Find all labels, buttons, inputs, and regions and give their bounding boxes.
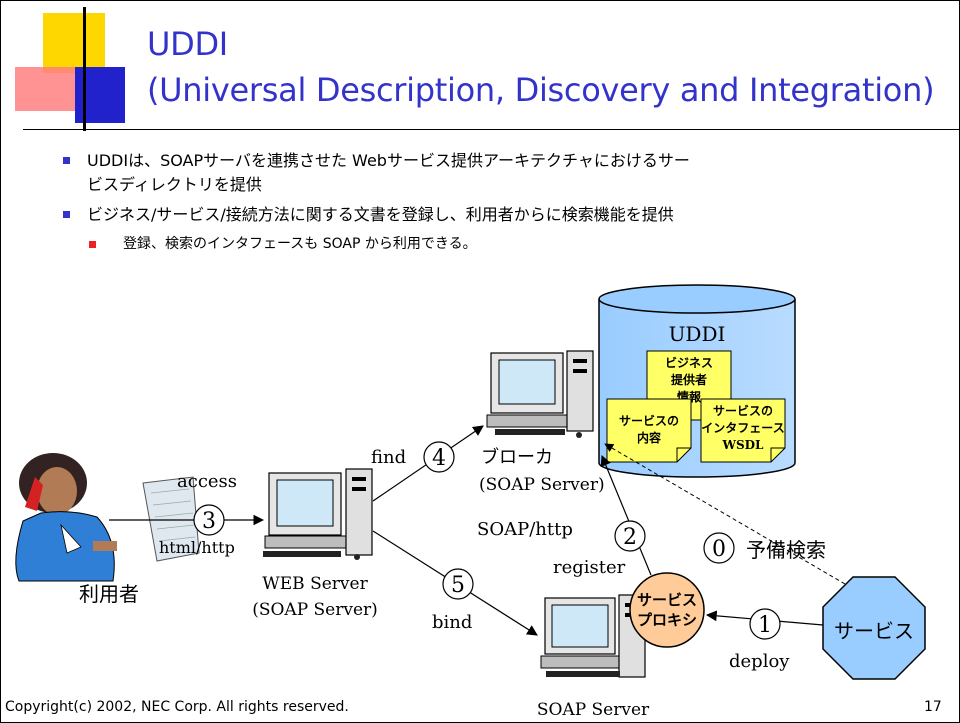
web-server-computer-icon <box>263 468 373 560</box>
document-paper-icon <box>142 476 200 562</box>
soap-server-label: SOAP Server <box>537 700 650 720</box>
broker-label: ブローカ <box>481 446 553 468</box>
note-business-line1: ビジネス <box>665 355 713 370</box>
step-0-number: 0 <box>712 537 726 562</box>
bullet-marker <box>63 211 70 218</box>
slide-title-line1: UDDI <box>147 25 228 63</box>
note-service-content-line2: 内容 <box>637 430 661 445</box>
proxy-label-line1: サービス <box>637 591 697 609</box>
step-2-number: 2 <box>623 525 637 550</box>
broker-computer-icon <box>486 350 594 438</box>
edge-label-register: register <box>553 557 626 578</box>
proxy-label-line2: プロキシ <box>637 611 697 629</box>
bullet-item: ビジネス/サービス/接続方法に関する文書を登録し、利用者からに検索機能を提供 <box>63 203 933 227</box>
note-service-interface: サービスの インタフェース WSDL <box>700 398 786 463</box>
note-service-interface-line3: WSDL <box>722 438 765 452</box>
edge-label-deploy: deploy <box>729 651 790 672</box>
title-decoration-pink <box>15 67 75 111</box>
step-marker-2: 2 <box>614 520 646 552</box>
service-label: サービス <box>834 619 914 643</box>
edge-label-soap-http: SOAP/http <box>477 519 573 540</box>
note-service-interface-line1: サービスの <box>713 403 773 418</box>
edge-label-find: find <box>371 447 406 468</box>
edge-service-to-uddi-pre-search <box>604 443 846 585</box>
step-marker-0: 0 <box>703 532 735 564</box>
bullet-item: UDDIは、SOAPサーバを連携させた Webサービス提供アーキテクチャにおける… <box>63 149 933 197</box>
edge-proxy-to-broker-register <box>600 455 652 576</box>
uddi-label: UDDI <box>669 322 726 346</box>
step-1-number: 1 <box>758 613 772 638</box>
slide-title-line2: (Universal Description, Discovery and In… <box>147 71 935 109</box>
bullet-text-continued: ビスディレクトリを提供 <box>87 175 262 194</box>
step-marker-5: 5 <box>442 568 474 600</box>
title-decoration-vertical-line <box>83 7 86 131</box>
note-business-line2: 提供者 <box>671 372 707 387</box>
step-3-number: 3 <box>202 509 216 534</box>
edge-label-pre-search: 予備検索 <box>746 538 826 562</box>
edge-label-access: access <box>177 471 237 492</box>
note-service-content-line1: サービスの <box>619 413 679 428</box>
sub-bullet-text: 登録、検索のインタフェースも SOAP から利用できる。 <box>123 236 477 252</box>
bullet-list: UDDIは、SOAPサーバを連携させた Webサービス提供アーキテクチャにおける… <box>63 149 933 255</box>
service-node: サービス <box>822 576 926 680</box>
step-marker-4: 4 <box>423 441 455 473</box>
step-marker-3: 3 <box>193 504 225 536</box>
note-service-content: サービスの 内容 <box>606 398 692 463</box>
user-label: 利用者 <box>79 582 139 606</box>
broker-sublabel: (SOAP Server) <box>479 475 605 495</box>
bullet-marker <box>63 157 70 164</box>
bullet-text: ビジネス/サービス/接続方法に関する文書を登録し、利用者からに検索機能を提供 <box>87 205 674 224</box>
service-proxy-node: サービス プロキシ <box>629 572 705 648</box>
web-server-sublabel: (SOAP Server) <box>252 600 378 620</box>
sub-bullet-marker <box>89 241 96 248</box>
step-5-number: 5 <box>451 573 465 598</box>
copyright-footer: Copyright(c) 2002, NEC Corp. All rights … <box>5 699 349 715</box>
edge-label-bind: bind <box>432 612 472 633</box>
title-decoration-horizontal-line <box>23 129 959 130</box>
title-decoration-yellow <box>43 13 105 73</box>
step-marker-1: 1 <box>749 608 781 640</box>
sub-bullet-item: 登録、検索のインタフェースも SOAP から利用できる。 <box>89 233 933 255</box>
web-server-label: WEB Server <box>262 574 368 594</box>
user-person-icon <box>15 453 117 582</box>
step-4-number: 4 <box>432 446 446 471</box>
note-service-interface-line2: インタフェース <box>701 421 784 435</box>
bullet-text: UDDIは、SOAPサーバを連携させた Webサービス提供アーキテクチャにおける… <box>87 151 690 170</box>
edge-label-html-http: html/http <box>159 538 235 557</box>
page-number: 17 <box>924 699 942 715</box>
